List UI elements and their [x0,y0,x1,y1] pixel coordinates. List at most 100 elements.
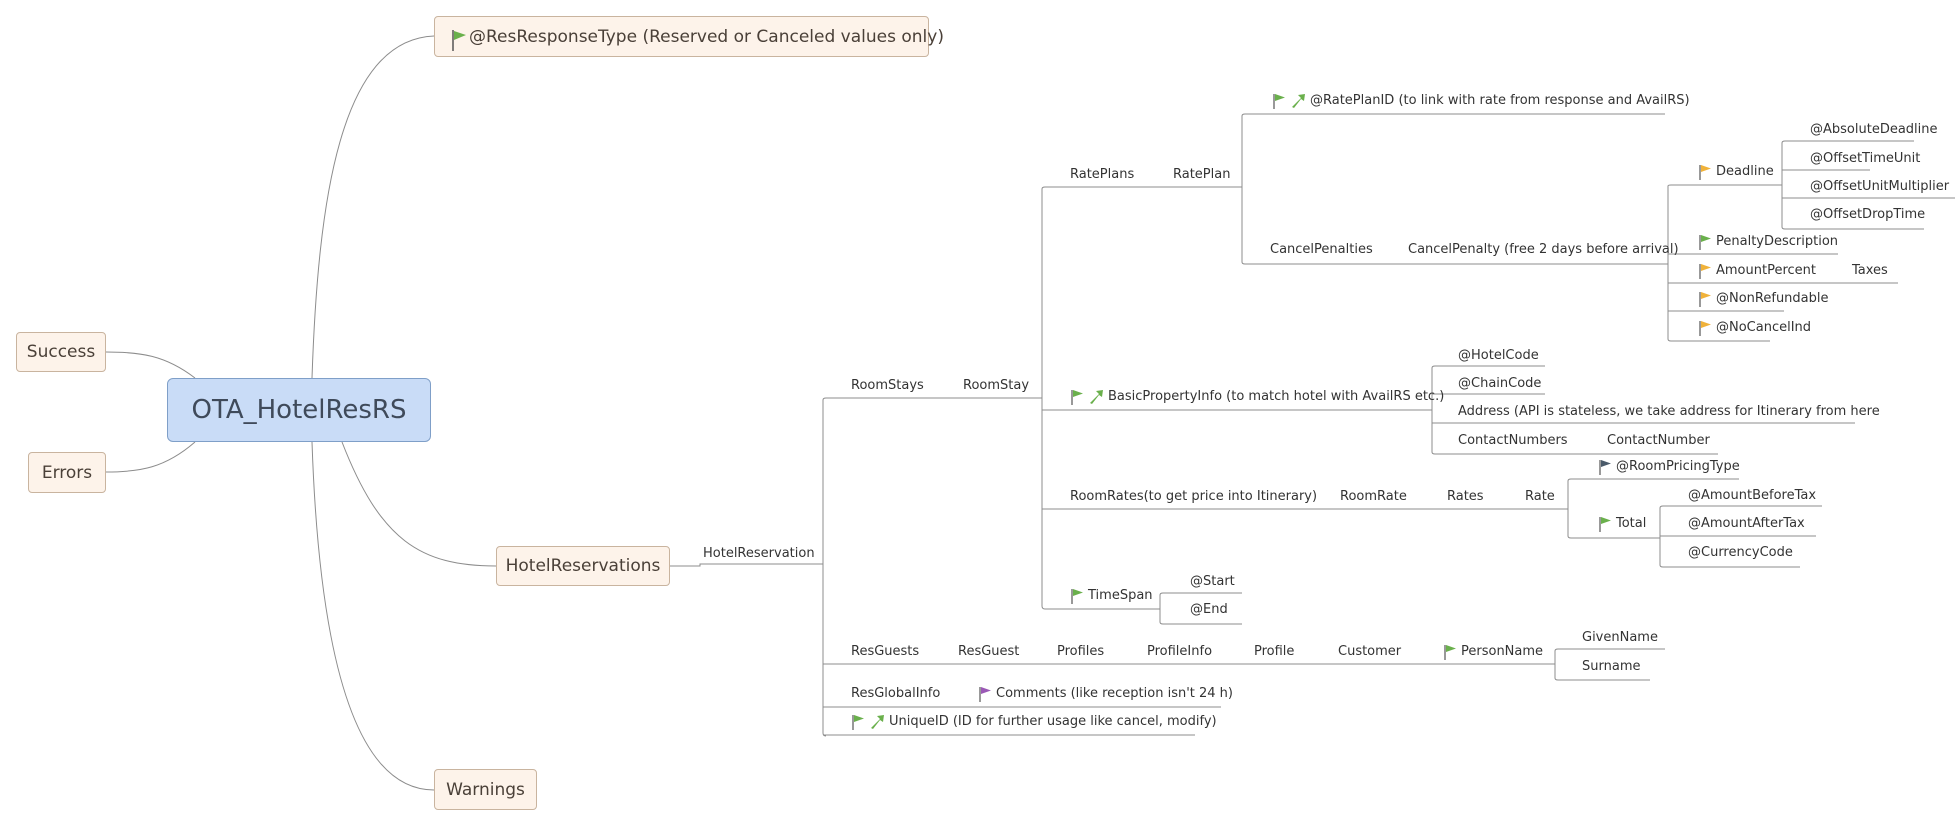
node-chain-code[interactable]: @ChainCode [1458,376,1541,392]
node-rate[interactable]: Rate [1525,489,1555,505]
node-currency-code[interactable]: @CurrencyCode [1688,545,1793,561]
node-label: @OffsetDropTime [1810,207,1926,222]
node-room-rates[interactable]: RoomRates(to get price into Itinerary) [1070,489,1317,505]
root-topic-label: OTA_HotelResRS [191,395,407,425]
node-label: PersonName [1461,644,1544,659]
node-label: Total [1616,516,1647,531]
node-label: @CurrencyCode [1688,545,1793,560]
topic-label: Success [26,342,96,362]
node-unique-id[interactable]: UniqueID (ID for further usage like canc… [851,714,1217,730]
node-address[interactable]: Address (API is stateless, we take addre… [1458,404,1880,420]
node-label: AmountPercent [1716,263,1817,278]
node-offset-drop-time[interactable]: @OffsetDropTime [1810,207,1925,223]
green-flag-icon [1698,234,1712,250]
node-hotel-code[interactable]: @HotelCode [1458,348,1539,364]
node-label: @HotelCode [1458,348,1539,363]
node-given-name[interactable]: GivenName [1582,630,1658,646]
node-end[interactable]: @End [1190,602,1228,618]
topic-warnings[interactable]: Warnings [434,769,537,810]
node-label: RoomRates(to get price into Itinerary) [1070,489,1318,504]
node-room-pricing-type[interactable]: @RoomPricingType [1598,459,1740,475]
node-label: Profiles [1057,644,1105,659]
node-hotel-reservation[interactable]: HotelReservation [703,546,815,562]
node-label: @NoCancelInd [1716,320,1812,335]
node-deadline[interactable]: Deadline [1698,164,1774,180]
orange-flag-icon [1698,320,1712,336]
node-room-stay[interactable]: RoomStay [963,378,1029,394]
node-label: HotelReservation [703,546,815,561]
node-res-global-info[interactable]: ResGlobalInfo [851,686,940,702]
node-res-guest[interactable]: ResGuest [958,644,1019,660]
node-amount-after-tax[interactable]: @AmountAfterTax [1688,516,1805,532]
node-label: Comments (like reception isn't 24 h) [996,686,1233,701]
node-profiles[interactable]: Profiles [1057,644,1104,660]
node-label: Surname [1582,659,1641,674]
node-penalty-description[interactable]: PenaltyDescription [1698,234,1838,250]
node-non-refundable[interactable]: @NonRefundable [1698,291,1829,307]
node-label: Rates [1447,489,1484,504]
node-profile-info[interactable]: ProfileInfo [1147,644,1212,660]
orange-flag-icon [1698,164,1712,180]
topic-errors[interactable]: Errors [28,452,106,493]
node-amount-percent[interactable]: AmountPercent [1698,263,1816,279]
node-label: RoomRate [1340,489,1407,504]
topic-label: Errors [41,462,93,483]
node-label: ContactNumbers [1458,433,1568,448]
node-label: RoomStays [851,378,924,393]
node-label: ResGuest [958,644,1020,659]
node-label: ProfileInfo [1147,644,1213,659]
node-rate-plans[interactable]: RatePlans [1070,167,1134,183]
node-absolute-deadline[interactable]: @AbsoluteDeadline [1810,122,1938,138]
node-room-rate[interactable]: RoomRate [1340,489,1407,505]
green-flag-icon [1272,93,1286,109]
green-arrow-icon [1290,93,1306,109]
node-comments[interactable]: Comments (like reception isn't 24 h) [978,686,1233,702]
node-time-span[interactable]: TimeSpan [1070,588,1153,604]
node-label: ContactNumber [1607,433,1710,448]
node-label: Profile [1254,644,1295,659]
node-person-name[interactable]: PersonName [1443,644,1543,660]
green-arrow-icon [869,714,885,730]
root-topic-ota-hotelresrs[interactable]: OTA_HotelResRS [167,378,431,442]
topic-hotel-reservations[interactable]: HotelReservations [496,546,670,586]
node-contact-numbers[interactable]: ContactNumbers [1458,433,1568,449]
node-offset-time-unit[interactable]: @OffsetTimeUnit [1810,151,1920,167]
orange-flag-icon [1698,291,1712,307]
node-taxes[interactable]: Taxes [1852,263,1888,279]
topic-success[interactable]: Success [16,332,106,372]
node-surname[interactable]: Surname [1582,659,1640,675]
node-label: Customer [1338,644,1402,659]
node-label: @OffsetUnitMultiplier [1810,179,1950,194]
node-room-stays[interactable]: RoomStays [851,378,924,394]
node-customer[interactable]: Customer [1338,644,1401,660]
orange-flag-icon [1698,263,1712,279]
green-flag-icon [1070,588,1084,604]
node-label: @RoomPricingType [1616,459,1740,474]
node-offset-unit-multiplier[interactable]: @OffsetUnitMultiplier [1810,179,1949,195]
node-rate-plan-id[interactable]: @RatePlanID (to link with rate from resp… [1272,93,1690,109]
node-no-cancel-ind[interactable]: @NoCancelInd [1698,320,1811,336]
node-cancel-penalties[interactable]: CancelPenalties [1270,242,1373,258]
node-total[interactable]: Total [1598,516,1646,532]
topic-res-response-type[interactable]: @ResResponseType (Reserved or Canceled v… [434,16,944,57]
node-label: CancelPenalties [1270,242,1373,257]
node-basic-property-info[interactable]: BasicPropertyInfo (to match hotel with A… [1070,389,1444,405]
node-label: ResGlobalInfo [851,686,941,701]
node-label: @RatePlanID (to link with rate from resp… [1310,93,1690,108]
node-label: PenaltyDescription [1716,234,1839,249]
node-amount-before-tax[interactable]: @AmountBeforeTax [1688,488,1816,504]
node-label: @Start [1190,574,1235,589]
node-label: Deadline [1716,164,1774,179]
node-profile[interactable]: Profile [1254,644,1294,660]
node-rate-plan[interactable]: RatePlan [1173,167,1230,183]
node-rates[interactable]: Rates [1447,489,1484,505]
node-start[interactable]: @Start [1190,574,1235,590]
green-flag-icon [851,714,865,730]
node-res-guests[interactable]: ResGuests [851,644,919,660]
node-label: @AmountBeforeTax [1688,488,1817,503]
node-contact-number[interactable]: ContactNumber [1607,433,1710,449]
node-label: GivenName [1582,630,1658,645]
node-cancel-penalty[interactable]: CancelPenalty (free 2 days before arriva… [1408,242,1679,258]
